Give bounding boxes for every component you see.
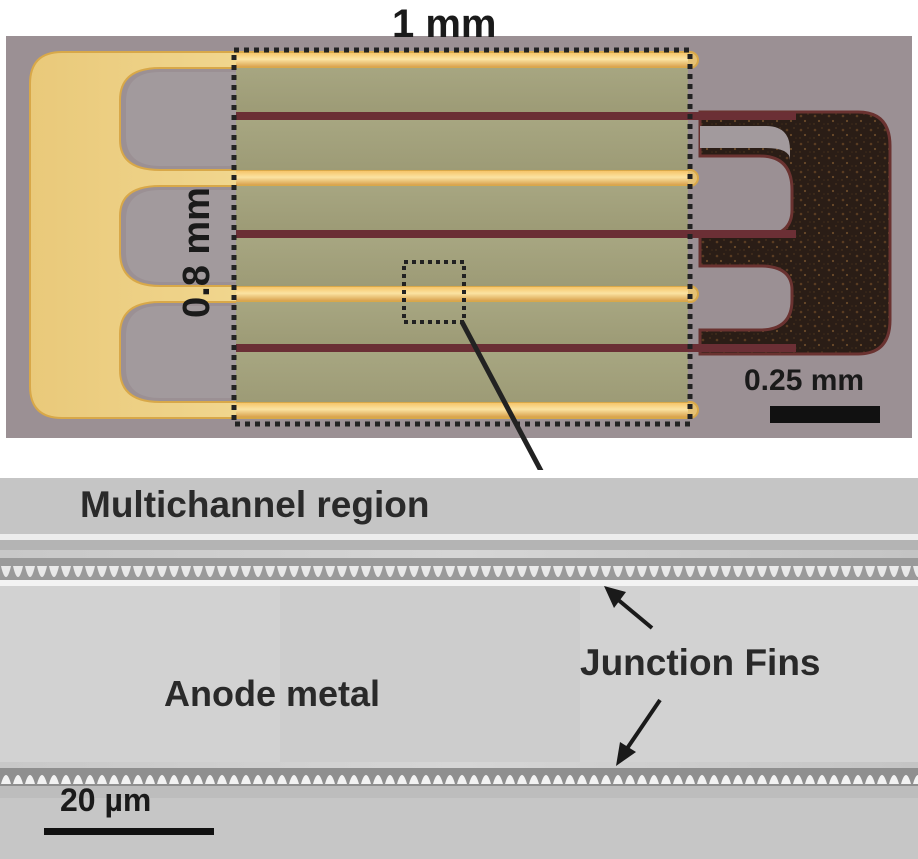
sem-image — [0, 478, 918, 859]
zoom-box — [402, 260, 466, 324]
anode-fingers — [236, 68, 796, 402]
scale-bar-bottom — [44, 828, 214, 835]
junction-fins-top — [0, 558, 918, 580]
fins-label: Junction Fins — [580, 642, 821, 683]
fins-arrows — [604, 586, 662, 766]
scale-bar-top — [770, 406, 880, 423]
measurement-box — [231, 47, 693, 427]
region-label: Multichannel region — [80, 484, 430, 525]
junction-fins-bottom — [0, 768, 918, 786]
scale-label-top: 0.25 mm — [744, 364, 865, 397]
height-label: 0.8 mm — [176, 187, 218, 318]
anode-label: Anode metal — [164, 673, 381, 714]
zoom-arrow — [459, 320, 544, 470]
scale-label-bottom: 20 µm — [60, 782, 152, 818]
left-comb-electrode — [29, 51, 699, 419]
comb-gaps — [126, 72, 240, 398]
optical-micrograph — [6, 36, 912, 470]
width-label: 1 mm — [392, 2, 497, 46]
